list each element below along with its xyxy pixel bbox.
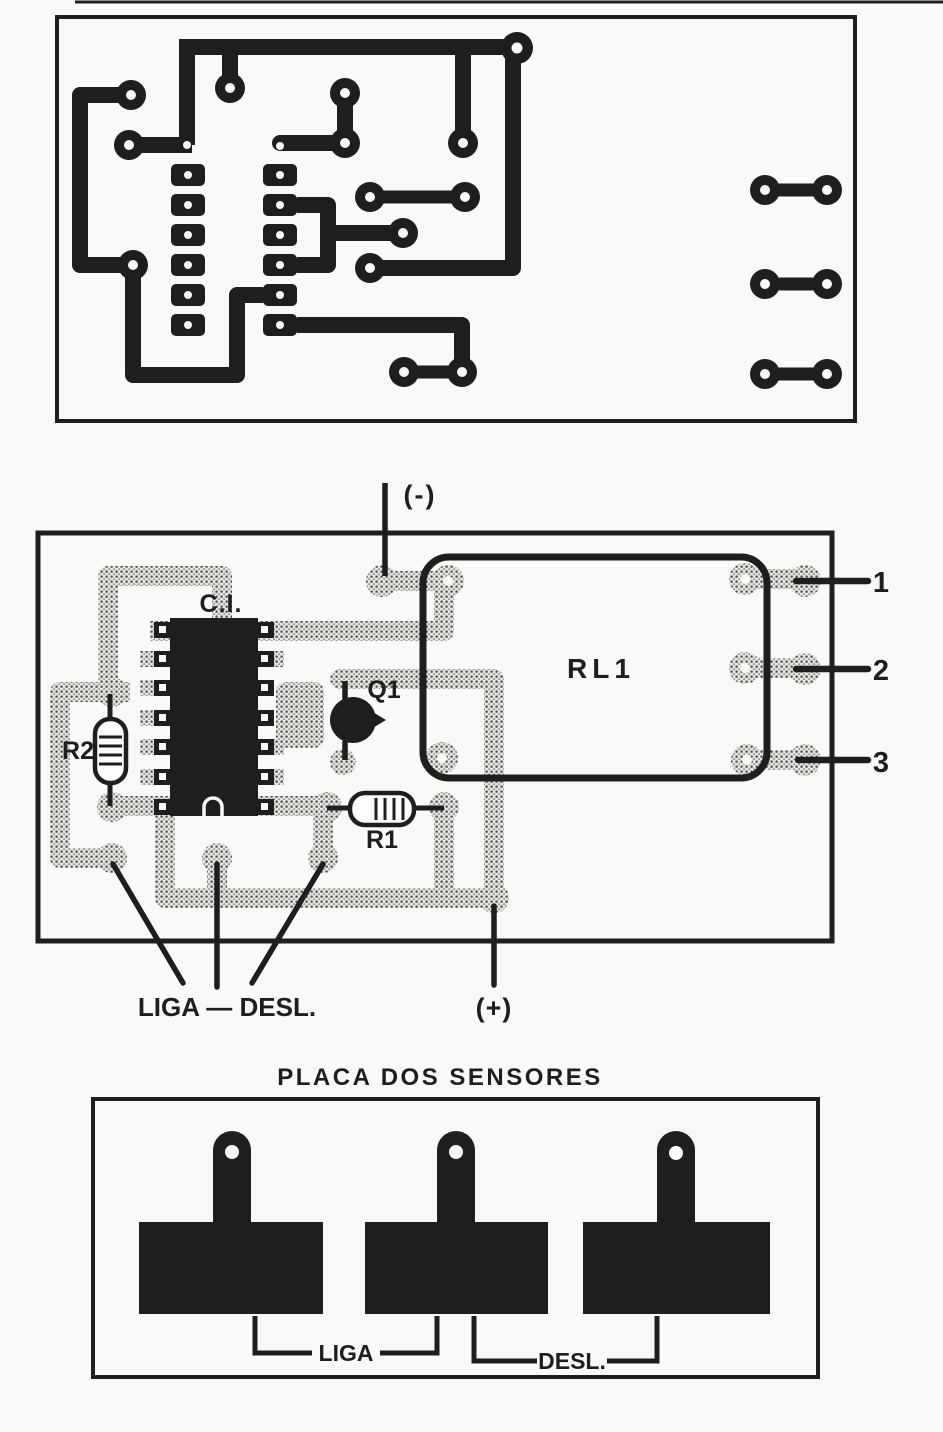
sensor-pad-1 [139,1131,323,1314]
resistor-body [92,716,129,786]
trace [297,197,336,273]
resistor-r2-label: R2 [62,737,94,765]
terminal-1-label: 1 [873,567,889,599]
terminal-3-label: 3 [873,747,889,779]
trace [72,87,133,273]
copper-side-board [55,15,857,423]
component-board-outline [35,530,835,944]
sensor-off-label: DESL. [538,1348,606,1374]
relay-label: RL1 [567,653,635,684]
terminal-2-label: 2 [873,655,889,687]
switch-label: LIGA — DESL. [138,992,316,1022]
sensor-board-outline [91,1097,820,1379]
copper-traces [72,39,521,383]
ic-label: C.I. [200,590,243,618]
resistor-body [347,790,417,828]
ic-body [170,618,258,816]
halftone-pads [97,563,821,913]
transistor-body [330,697,376,743]
halftone-blob [276,682,324,748]
sensor-board-title: PLACA DOS SENSORES [277,1064,603,1091]
bracket-lines [252,1316,660,1364]
ic-component: C.I. [154,590,274,816]
component-side-board: RL1 (-) 1 2 3 C.I. [35,480,889,1023]
trace [150,571,454,641]
trace [125,265,263,383]
transistor-q1: Q1 [330,676,401,760]
trace [50,682,130,868]
ic-footprint-pads [171,164,297,336]
terminal-lines [792,577,872,764]
trace [98,566,232,694]
transistor-label: Q1 [367,676,400,704]
switch-pointer-lines [110,861,326,990]
solder-pads [114,32,842,389]
sensor-pad-2 [365,1131,548,1314]
negative-label: (-) [404,480,437,510]
resistor-r1: R1 [327,790,444,854]
resistor-r2: R2 [62,694,129,806]
sensor-on-label: LIGA [319,1340,374,1366]
mounting-hole [669,1146,683,1160]
trace [297,317,470,360]
positive-label: (+) [476,993,513,1023]
sensor-pad-3 [583,1131,770,1314]
mounting-hole [449,1145,463,1159]
copper-board-outline [55,15,857,423]
sensor-board: PLACA DOS SENSORES LIGA DES [91,1064,820,1379]
mounting-hole [225,1145,239,1159]
transistor-tab [371,711,386,729]
ic-notch [202,796,224,816]
relay-rl1-outline [419,553,771,782]
trace [370,56,521,276]
resistor-r1-label: R1 [366,826,398,854]
